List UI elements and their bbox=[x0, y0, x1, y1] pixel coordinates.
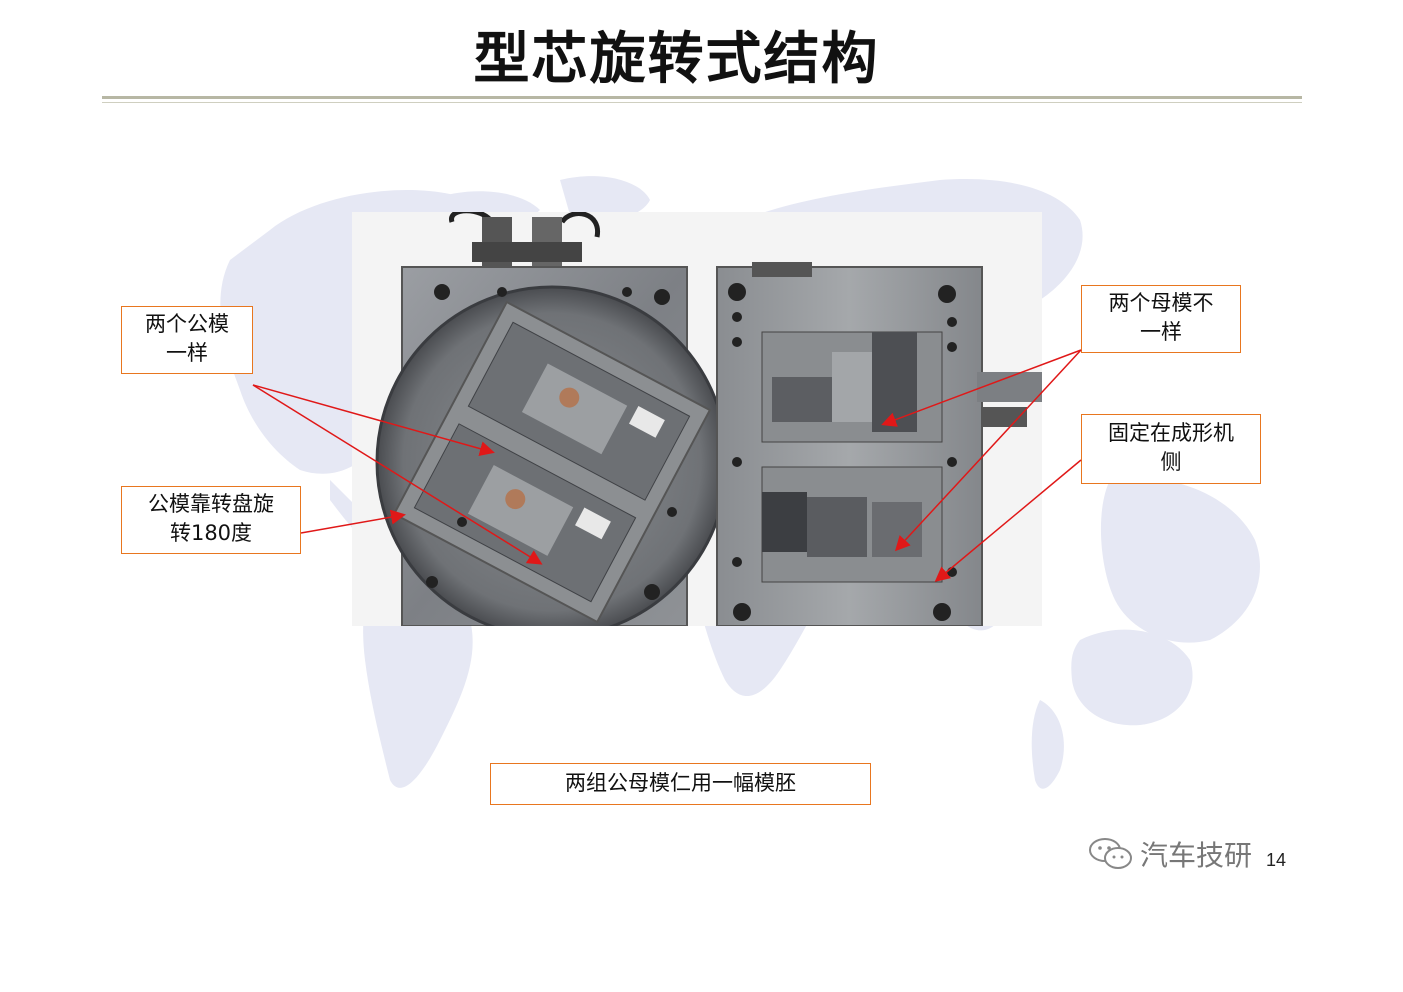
page-number: 14 bbox=[1266, 850, 1287, 870]
callout-shared-mold-base: 两组公母模仁用一幅模胚 bbox=[490, 763, 871, 805]
slide-title: 型芯旋转式结构 bbox=[473, 27, 880, 92]
callout-fixed-on-machine: 固定在成形机 侧 bbox=[1081, 414, 1261, 484]
watermark: 汽车技研 bbox=[1088, 834, 1252, 874]
callout-two-male-molds: 两个公模 一样 bbox=[121, 306, 253, 374]
mold-photo bbox=[352, 212, 1042, 626]
title-underline bbox=[102, 96, 1302, 99]
title-underline-thin bbox=[102, 102, 1302, 103]
callout-two-female-molds: 两个母模不 一样 bbox=[1081, 285, 1241, 353]
wechat-icon bbox=[1089, 838, 1132, 869]
watermark-text: 汽车技研 bbox=[1140, 839, 1253, 872]
callout-rotation: 公模靠转盘旋 转180度 bbox=[121, 486, 301, 554]
